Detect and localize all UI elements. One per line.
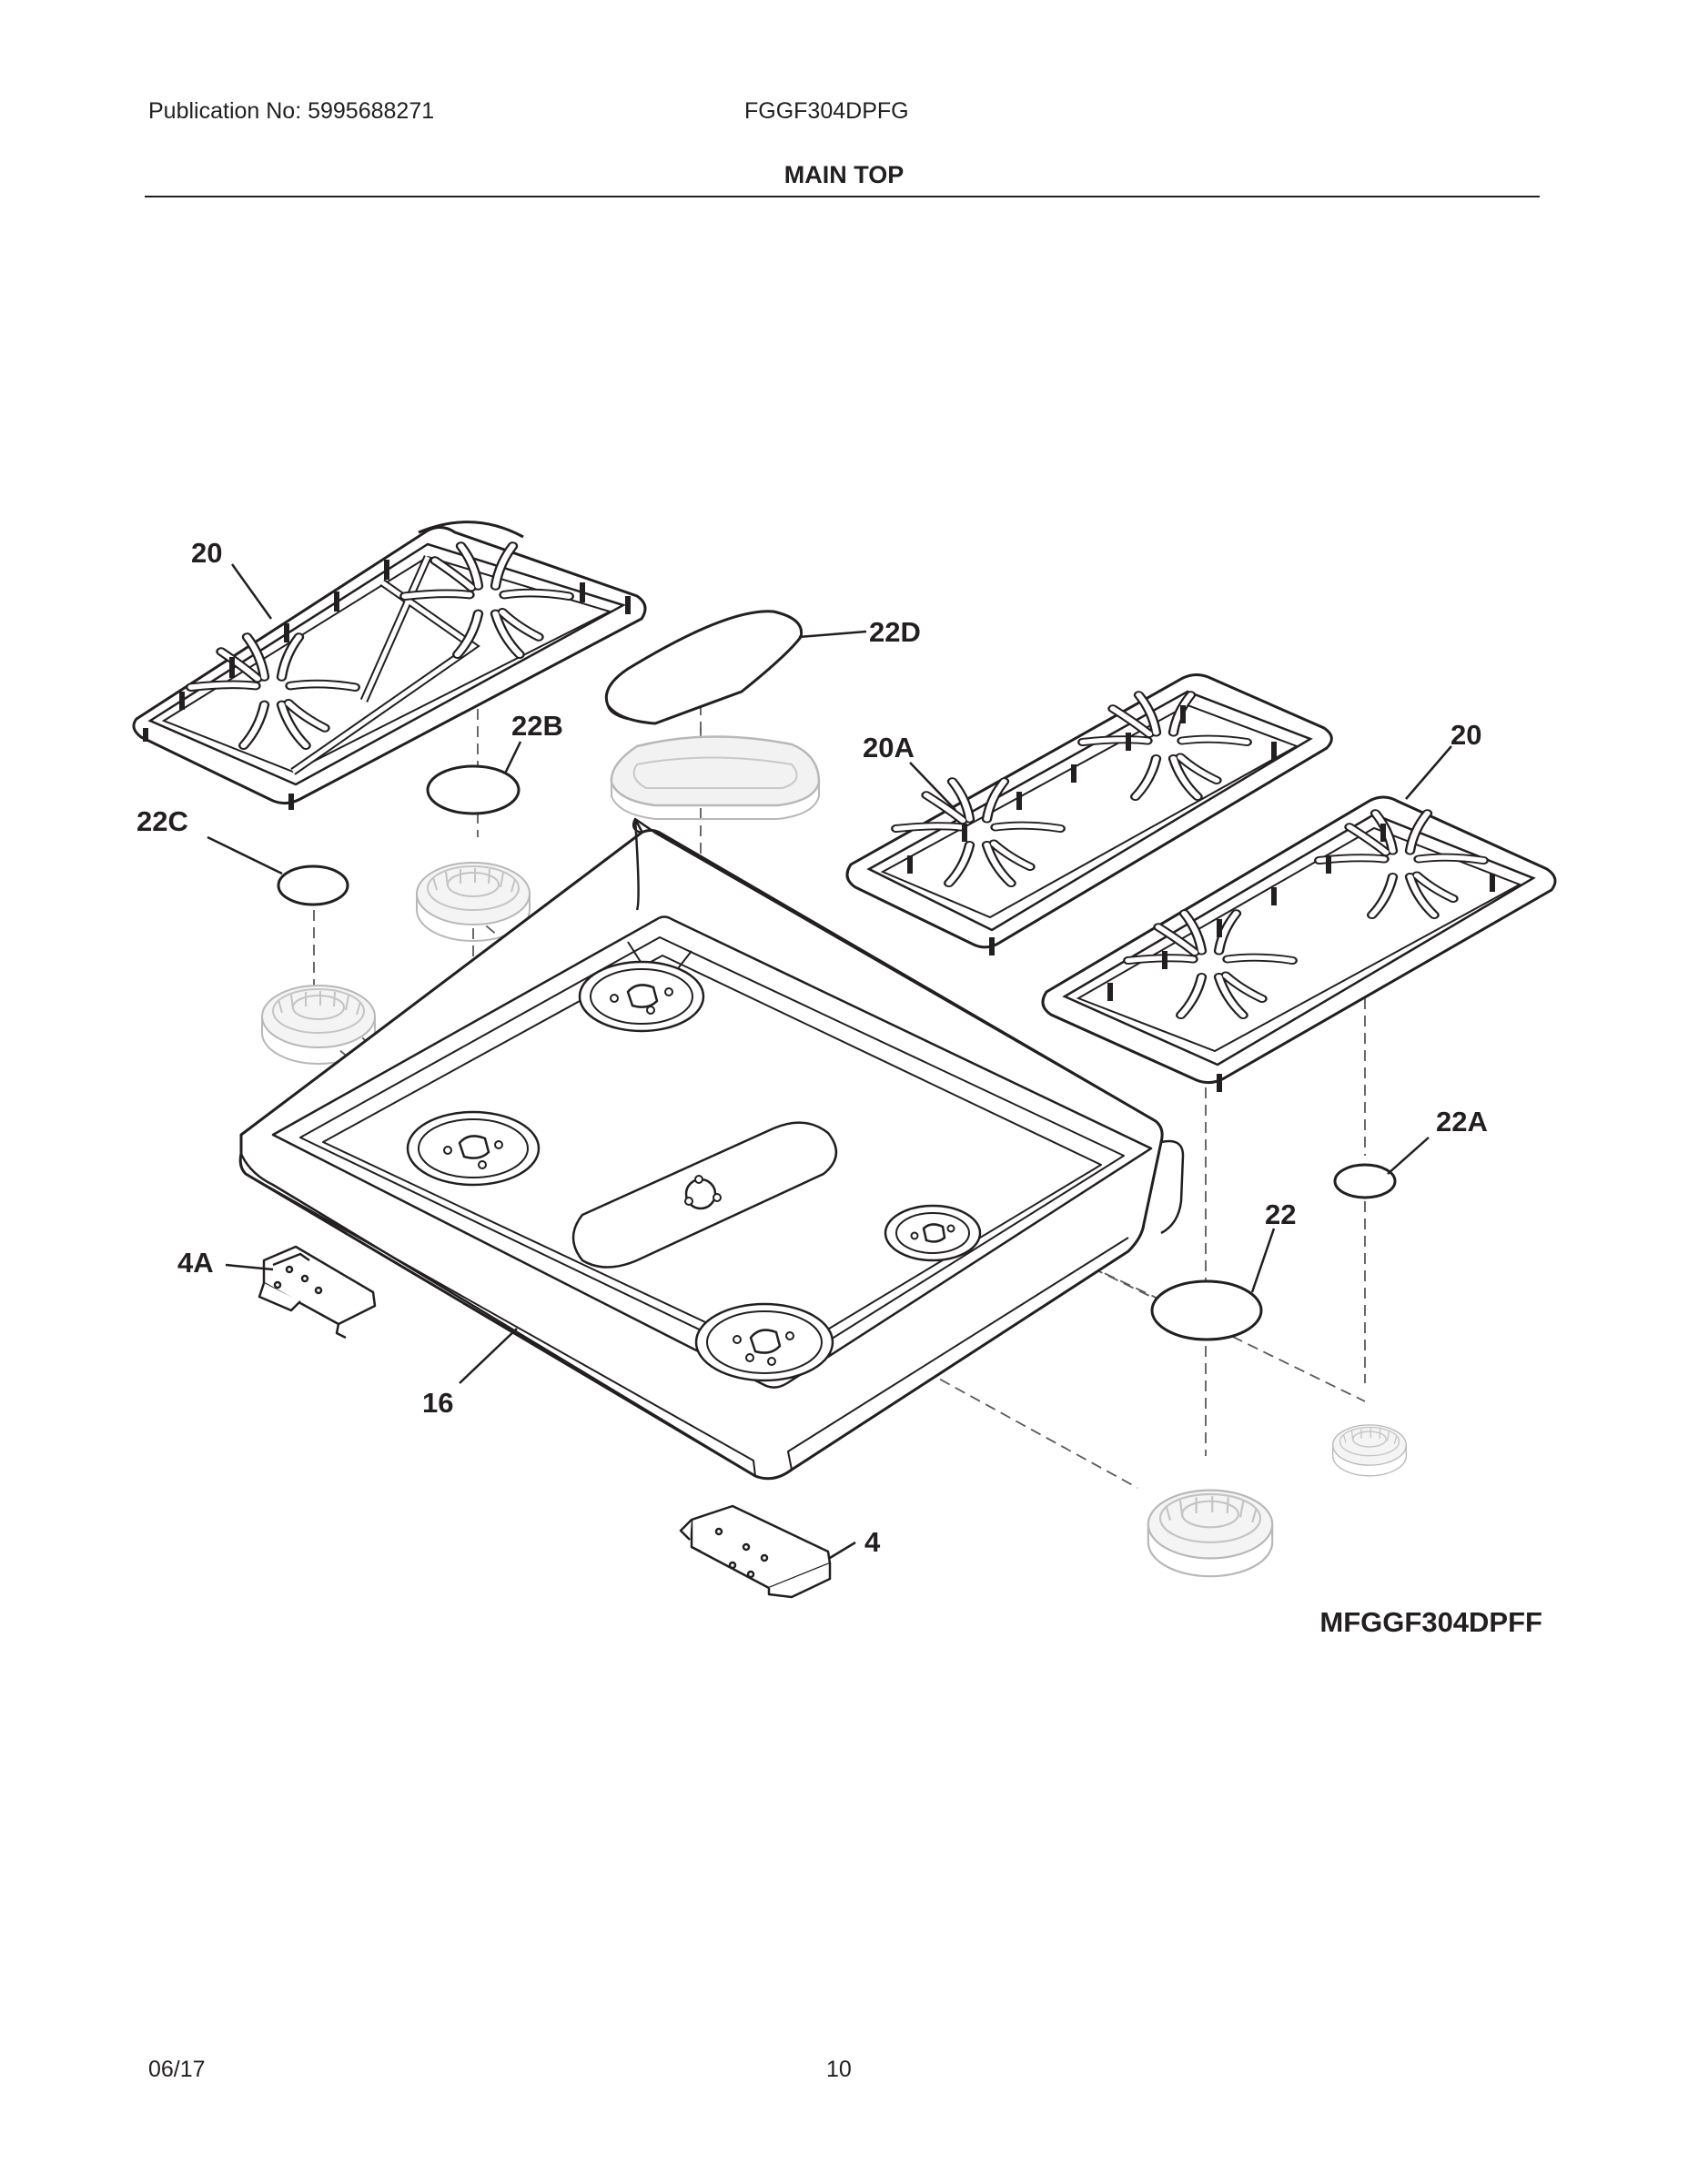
main-top-cooktop xyxy=(238,817,1185,1481)
grate-center-right xyxy=(845,673,1333,956)
callout-20-left-grate: 20 xyxy=(191,537,222,569)
cooktop-burner-openings xyxy=(406,960,982,1382)
footer-page-number: 10 xyxy=(826,2057,852,2082)
burner-cap-22c xyxy=(277,864,349,906)
burner-base-right-front xyxy=(1147,1489,1274,1578)
model-number: FGGF304DPFG xyxy=(744,98,909,124)
bracket-4 xyxy=(679,1504,832,1599)
bracket-4a xyxy=(258,1245,377,1340)
burner-cap-22 xyxy=(1150,1279,1263,1341)
callout-22: 22 xyxy=(1265,1198,1296,1230)
callout-4a: 4A xyxy=(177,1247,214,1279)
callout-22a: 22A xyxy=(1436,1106,1488,1138)
burner-base-right-rear xyxy=(1332,1424,1407,1477)
publication-number: Publication No: 5995688271 xyxy=(148,98,435,124)
grate-far-right xyxy=(1041,795,1557,1092)
footer-date: 06/17 xyxy=(148,2057,206,2082)
leader-lines xyxy=(207,563,1452,1560)
callout-20-right-grate: 20 xyxy=(1450,719,1481,751)
header-rule xyxy=(145,196,1540,197)
oval-burner-cap xyxy=(604,610,804,725)
callout-4: 4 xyxy=(864,1526,881,1558)
grate-left xyxy=(132,521,647,810)
figure-code: MFGGF304DPFF xyxy=(1319,1606,1542,1638)
burner-cap-22a xyxy=(1333,1163,1397,1199)
callout-16: 16 xyxy=(422,1387,453,1419)
callout-22c: 22C xyxy=(136,805,188,837)
callout-20a: 20A xyxy=(863,732,915,763)
burner-cap-22b xyxy=(426,764,521,815)
section-title: MAIN TOP xyxy=(783,161,905,188)
oval-burner-base xyxy=(610,735,821,820)
callout-22d: 22D xyxy=(869,616,921,648)
callout-22b: 22B xyxy=(511,710,563,742)
